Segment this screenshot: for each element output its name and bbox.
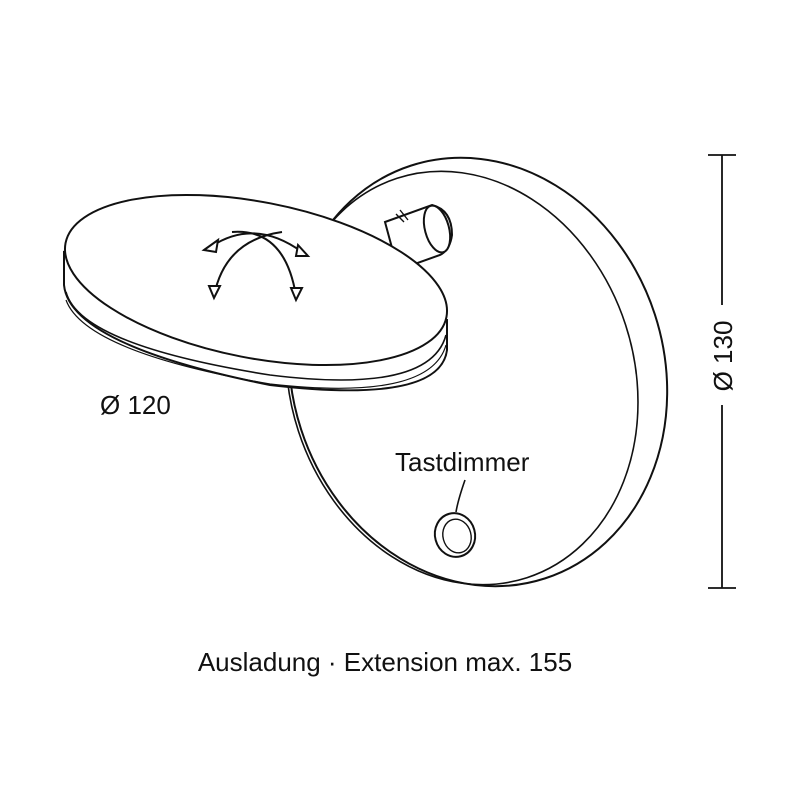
dimension-line-130 — [708, 154, 736, 589]
front-diameter-label: Ø 120 — [100, 390, 171, 420]
rotation-arrows-icon — [201, 230, 311, 303]
dimmer-button-icon — [433, 479, 477, 558]
lamp-head — [63, 193, 449, 392]
extension-label: Ausladung · Extension max. 155 — [198, 647, 572, 677]
dimmer-label: Tastdimmer — [395, 447, 530, 477]
back-diameter-label: Ø 130 — [708, 321, 738, 392]
